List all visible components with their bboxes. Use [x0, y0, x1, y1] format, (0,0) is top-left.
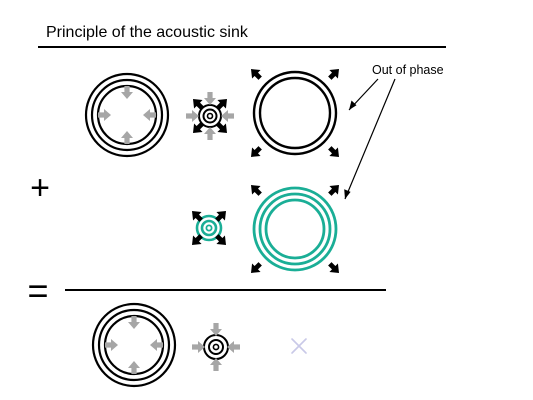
inward-arrow-icon	[210, 358, 222, 371]
inward-arrow-icon	[221, 110, 234, 122]
inward-arrow-icon	[128, 361, 140, 374]
outward-arrow-icon	[212, 231, 231, 250]
outward-arrow-icon	[325, 259, 344, 278]
outward-arrow-icon	[212, 206, 231, 225]
x-mark-icon	[291, 338, 307, 354]
inward-arrow-icon	[150, 339, 163, 351]
outward-arrow-icon	[246, 259, 265, 278]
inward-arrow-icon	[121, 131, 133, 144]
row1-small-source	[186, 92, 234, 140]
inward-arrow-icon	[204, 92, 216, 105]
outward-arrow-icon	[246, 64, 265, 83]
outward-arrow-icon	[325, 143, 344, 162]
inward-arrow-icon	[121, 86, 133, 99]
inward-arrow-icon	[105, 339, 118, 351]
inward-arrow-icon	[98, 109, 111, 121]
outward-arrow-icon	[325, 64, 344, 83]
row3-large-contracting-ring	[91, 302, 177, 388]
inward-arrow-icon	[210, 323, 222, 336]
inward-arrow-icon	[143, 109, 156, 121]
outward-arrow-icon	[246, 143, 265, 162]
row1-large-expanding-ring	[246, 64, 344, 162]
equals-operator: =	[27, 270, 48, 311]
outward-arrow-icon	[188, 119, 207, 138]
outward-arrow-icon	[213, 94, 232, 113]
outward-arrow-icon	[188, 94, 207, 113]
row1-large-contracting-ring	[84, 72, 170, 158]
annotation-pointer-lines	[344, 78, 396, 200]
pointer-arrowhead-icon	[344, 100, 357, 199]
inward-arrow-icon	[128, 316, 140, 329]
outward-arrow-icon	[187, 206, 206, 225]
inward-arrow-icon	[204, 127, 216, 140]
inward-arrow-icon	[227, 341, 240, 353]
out-of-phase-label: Out of phase	[372, 63, 444, 77]
outward-arrow-icon	[213, 119, 232, 138]
outward-arrow-icon	[325, 180, 344, 199]
outward-arrow-icon	[187, 231, 206, 250]
inward-arrow-icon	[192, 341, 205, 353]
row3-small-sink	[192, 323, 240, 371]
inward-arrow-icon	[186, 110, 199, 122]
row2-small-antiphase-source	[187, 206, 231, 250]
diagram-title: Principle of the acoustic sink	[46, 24, 249, 41]
plus-operator: +	[30, 169, 50, 207]
row2-large-antiphase-ring	[246, 180, 344, 278]
outward-arrow-icon	[246, 180, 265, 199]
